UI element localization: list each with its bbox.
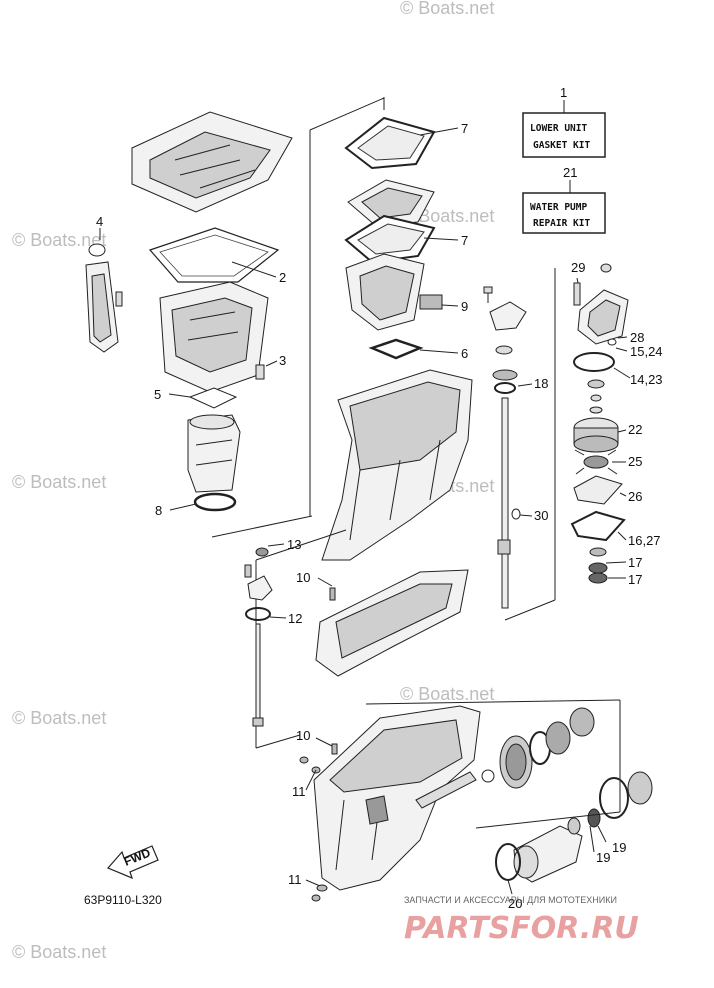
part-4: 4	[85, 214, 123, 353]
part-9: 9	[419, 294, 468, 314]
shift-rod-part: 13 12	[244, 529, 347, 749]
gasket-part: 2	[148, 227, 286, 285]
upper-casing-part	[131, 111, 293, 213]
callout-18: 18	[534, 376, 548, 391]
seal-8-part: 8	[155, 492, 237, 518]
plate-part	[347, 179, 435, 227]
callout-5: 5	[154, 387, 161, 402]
callout-28: 28	[630, 330, 644, 345]
gasket-kit-box[interactable]: LOWER UNIT GASKET KIT 1	[522, 85, 606, 158]
callout-6: 6	[461, 346, 468, 361]
watermark: © Boats.net	[12, 942, 106, 962]
gasket-5-part: 5	[154, 387, 238, 409]
watermark: © Boats.net	[12, 230, 106, 250]
brand-name: PARTSFOR.RU	[404, 911, 639, 946]
callout-13: 13	[287, 537, 301, 552]
gear-set-part: 19 19 20	[365, 699, 653, 911]
callout-22: 22	[628, 422, 642, 437]
callout-30: 30	[534, 508, 548, 523]
spacer-part	[187, 414, 241, 493]
callout-10: 10	[296, 728, 310, 743]
callout-3: 3	[279, 353, 286, 368]
callout-9: 9	[461, 299, 468, 314]
kit-line1: LOWER UNIT	[530, 123, 587, 134]
pump-bracket	[504, 268, 556, 621]
bracket-lines	[211, 97, 385, 538]
callout-20: 20	[508, 896, 522, 911]
callout-29: 29	[571, 260, 585, 275]
anode-plate-part: 10	[296, 569, 469, 677]
callout-15-24: 15,24	[630, 344, 663, 359]
watermark: © Boats.net	[12, 708, 106, 728]
callout-8: 8	[155, 503, 162, 518]
plate-lower-part	[345, 253, 425, 331]
drive-shaft-part: 18 30	[483, 286, 548, 609]
gearcase-part: 10 11 11	[288, 705, 481, 902]
fwd-arrow-icon: FWD	[106, 845, 159, 880]
callout-12: 12	[288, 611, 302, 626]
brand-tagline: ЗАПЧАСТИ И АКСЕССУАРЫ ДЛЯ МОТОТЕХНИКИ	[404, 895, 617, 905]
gear-housing-part	[159, 281, 269, 393]
watermark: © Boats.net	[400, 684, 494, 704]
gasket-7-part: 7	[344, 116, 468, 170]
callout-26: 26	[628, 489, 642, 504]
diagram-code: 63P9110-L320	[84, 893, 162, 907]
brand-logo: ЗАПЧАСТИ И АКСЕССУАРЫ ДЛЯ МОТОТЕХНИКИ PA…	[404, 895, 639, 946]
callout-4: 4	[96, 214, 103, 229]
watermark: © Boats.net	[12, 472, 106, 492]
callout-16-27: 16,27	[628, 533, 661, 548]
callout-25: 25	[628, 454, 642, 469]
callout-7: 7	[461, 121, 468, 136]
callout-10: 10	[296, 570, 310, 585]
callout-7: 7	[461, 233, 468, 248]
seal-6-part: 6	[368, 338, 468, 361]
impeller-part	[574, 449, 618, 475]
callout-1: 1	[560, 85, 567, 100]
bolt-part: 3	[255, 353, 286, 380]
gasket-7b-part: 7	[344, 214, 468, 264]
callout-11: 11	[292, 784, 306, 799]
water-pump-part: 29 28 15,24 14,23 22 25 26	[570, 260, 663, 587]
callout-17: 17	[628, 555, 642, 570]
callout-14-23: 14,23	[630, 372, 663, 387]
callout-11: 11	[288, 872, 302, 887]
kit-line1: WATER PUMP	[530, 202, 587, 213]
water-pump-kit-box[interactable]: WATER PUMP REPAIR KIT 21	[522, 165, 606, 234]
lower-case-part	[321, 369, 473, 561]
callout-17: 17	[628, 572, 642, 587]
callout-19: 19	[612, 840, 626, 855]
callout-2: 2	[279, 270, 286, 285]
kit-line2: GASKET KIT	[533, 140, 590, 151]
callout-19: 19	[596, 850, 610, 865]
watermark: © Boats.net	[400, 0, 494, 18]
callout-21: 21	[563, 165, 577, 180]
kit-line2: REPAIR KIT	[533, 218, 590, 229]
